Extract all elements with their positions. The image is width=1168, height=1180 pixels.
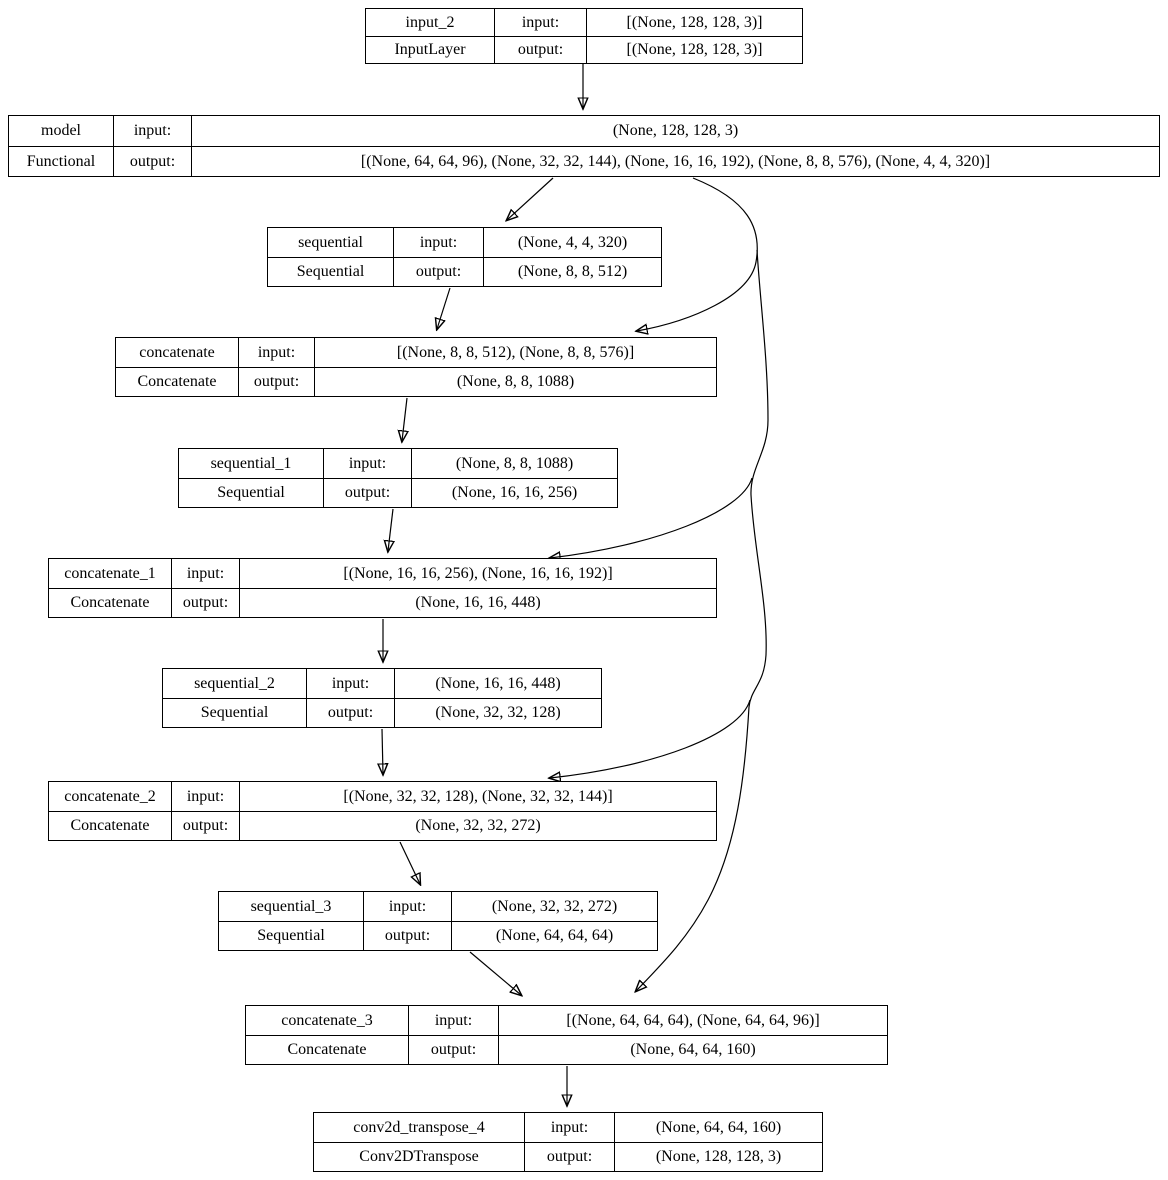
node-sequential_3: sequential_3 input: (None, 32, 32, 272) … — [218, 891, 658, 951]
node-concatenate_1: concatenate_1 input: [(None, 16, 16, 256… — [48, 558, 717, 618]
input-shape: (None, 8, 8, 1088) — [411, 449, 617, 478]
input-shape: [(None, 64, 64, 64), (None, 64, 64, 96)] — [498, 1006, 887, 1035]
layer-name: sequential_2 — [194, 674, 275, 692]
edge-concatenate_2-sequential_3 — [399, 841, 420, 884]
input-label: input: — [113, 116, 191, 146]
layer-type: Concatenate — [49, 588, 171, 617]
input-shape: [(None, 8, 8, 512), (None, 8, 8, 576)] — [314, 338, 716, 367]
output-label: output: — [171, 588, 239, 617]
input-label: input: — [238, 338, 314, 367]
output-shape: (None, 64, 64, 160) — [498, 1035, 887, 1064]
layer-type: InputLayer — [366, 36, 494, 63]
node-sequential: sequential input: (None, 4, 4, 320) Sequ… — [267, 227, 662, 287]
layer-name: sequential — [298, 233, 363, 251]
output-label: output: — [494, 36, 586, 63]
edge-sequential_1-concatenate_1 — [388, 508, 393, 551]
output-label: output: — [113, 146, 191, 176]
input-shape: (None, 16, 16, 448) — [394, 669, 601, 698]
input-shape: [(None, 128, 128, 3)] — [586, 9, 802, 36]
output-shape: (None, 8, 8, 512) — [483, 257, 661, 286]
edge-sequential_3-concatenate_3 — [469, 951, 521, 995]
input-label: input: — [323, 449, 411, 478]
node-conv2d_transpose_4: conv2d_transpose_4 input: (None, 64, 64,… — [313, 1112, 823, 1172]
node-model: model input: (None, 128, 128, 3) Functio… — [8, 115, 1160, 177]
input-shape: [(None, 16, 16, 256), (None, 16, 16, 192… — [239, 559, 716, 588]
layer-type: Concatenate — [49, 811, 171, 840]
input-shape: [(None, 32, 32, 128), (None, 32, 32, 144… — [239, 782, 716, 811]
layer-type: Concatenate — [116, 367, 238, 396]
input-label: input: — [363, 892, 451, 921]
layer-name: model — [41, 122, 81, 139]
node-concatenate_3: concatenate_3 input: [(None, 64, 64, 64)… — [245, 1005, 888, 1065]
output-label: output: — [363, 921, 451, 950]
input-label: input: — [494, 9, 586, 36]
node-sequential_1: sequential_1 input: (None, 8, 8, 1088) S… — [178, 448, 618, 508]
output-shape: [(None, 64, 64, 96), (None, 32, 32, 144)… — [191, 146, 1159, 176]
edge-model-sequential — [507, 177, 554, 220]
input-shape: (None, 32, 32, 272) — [451, 892, 657, 921]
input-label: input: — [524, 1113, 614, 1142]
layer-type: Sequential — [163, 698, 306, 727]
edge-sequential_2-concatenate_2 — [382, 728, 383, 774]
node-concatenate_2: concatenate_2 input: [(None, 32, 32, 128… — [48, 781, 717, 841]
output-label: output: — [408, 1035, 498, 1064]
input-label: input: — [393, 228, 483, 257]
layer-type: Sequential — [179, 478, 323, 507]
output-shape: (None, 64, 64, 64) — [451, 921, 657, 950]
layer-name: sequential_3 — [250, 897, 332, 915]
input-shape: (None, 64, 64, 160) — [614, 1113, 822, 1142]
output-shape: (None, 8, 8, 1088) — [314, 367, 716, 396]
layer-name: concatenate_1 — [64, 564, 156, 582]
output-shape: [(None, 128, 128, 3)] — [586, 36, 802, 63]
input-shape: (None, 128, 128, 3) — [191, 116, 1159, 146]
input-label: input: — [408, 1006, 498, 1035]
output-shape: (None, 128, 128, 3) — [614, 1142, 822, 1171]
layer-name: input_2 — [405, 13, 455, 31]
layer-name: conv2d_transpose_4 — [353, 1118, 485, 1136]
edge-sequential-concatenate — [437, 287, 451, 329]
output-shape: (None, 32, 32, 272) — [239, 811, 716, 840]
output-shape: (None, 32, 32, 128) — [394, 698, 601, 727]
node-concatenate: concatenate input: [(None, 8, 8, 512), (… — [115, 337, 717, 397]
output-shape: (None, 16, 16, 256) — [411, 478, 617, 507]
layer-type: Concatenate — [246, 1035, 408, 1064]
output-label: output: — [306, 698, 394, 727]
output-label: output: — [393, 257, 483, 286]
layer-type: Sequential — [219, 921, 363, 950]
output-label: output: — [323, 478, 411, 507]
layer-type: Conv2DTranspose — [314, 1142, 524, 1171]
input-label: input: — [171, 782, 239, 811]
input-label: input: — [171, 559, 239, 588]
output-label: output: — [238, 367, 314, 396]
input-shape: (None, 4, 4, 320) — [483, 228, 661, 257]
layer-name: concatenate_2 — [64, 787, 156, 805]
layer-type: Sequential — [268, 257, 393, 286]
output-label: output: — [171, 811, 239, 840]
layer-type: Functional — [9, 146, 113, 176]
edge-concatenate-sequential_1 — [402, 397, 407, 441]
layer-name: concatenate — [139, 343, 215, 361]
output-shape: (None, 16, 16, 448) — [239, 588, 716, 617]
node-sequential_2: sequential_2 input: (None, 16, 16, 448) … — [162, 668, 602, 728]
layer-name: sequential_1 — [210, 454, 292, 472]
layer-name: concatenate_3 — [281, 1011, 373, 1029]
input-label: input: — [306, 669, 394, 698]
output-label: output: — [524, 1142, 614, 1171]
node-input_2: input_2 input: [(None, 128, 128, 3)] Inp… — [365, 8, 803, 64]
